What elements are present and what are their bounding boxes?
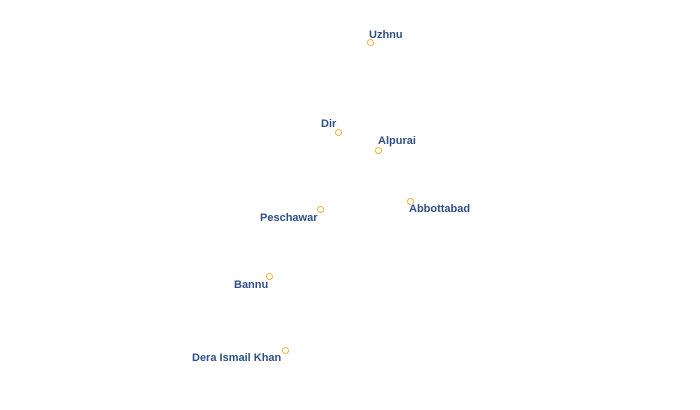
place-marker-peschawar[interactable] bbox=[317, 206, 324, 213]
place-label-peschawar: Peschawar bbox=[260, 212, 318, 224]
place-label-bannu: Bannu bbox=[234, 279, 269, 291]
place-marker-dera-ismail-khan[interactable] bbox=[282, 347, 289, 354]
place-label-abbottabad: Abbottabad bbox=[409, 203, 471, 215]
place-label-uzhnu: Uzhnu bbox=[369, 29, 403, 41]
place-marker-abbottabad[interactable] bbox=[407, 198, 414, 205]
place-label-dera-ismail-khan: Dera Ismail Khan bbox=[192, 352, 282, 364]
place-marker-alpurai[interactable] bbox=[375, 147, 382, 154]
place-label-dir: Dir bbox=[321, 118, 337, 130]
place-marker-dir[interactable] bbox=[335, 129, 342, 136]
place-marker-bannu[interactable] bbox=[266, 273, 273, 280]
place-label-alpurai: Alpurai bbox=[378, 135, 416, 147]
place-marker-uzhnu[interactable] bbox=[367, 39, 374, 46]
